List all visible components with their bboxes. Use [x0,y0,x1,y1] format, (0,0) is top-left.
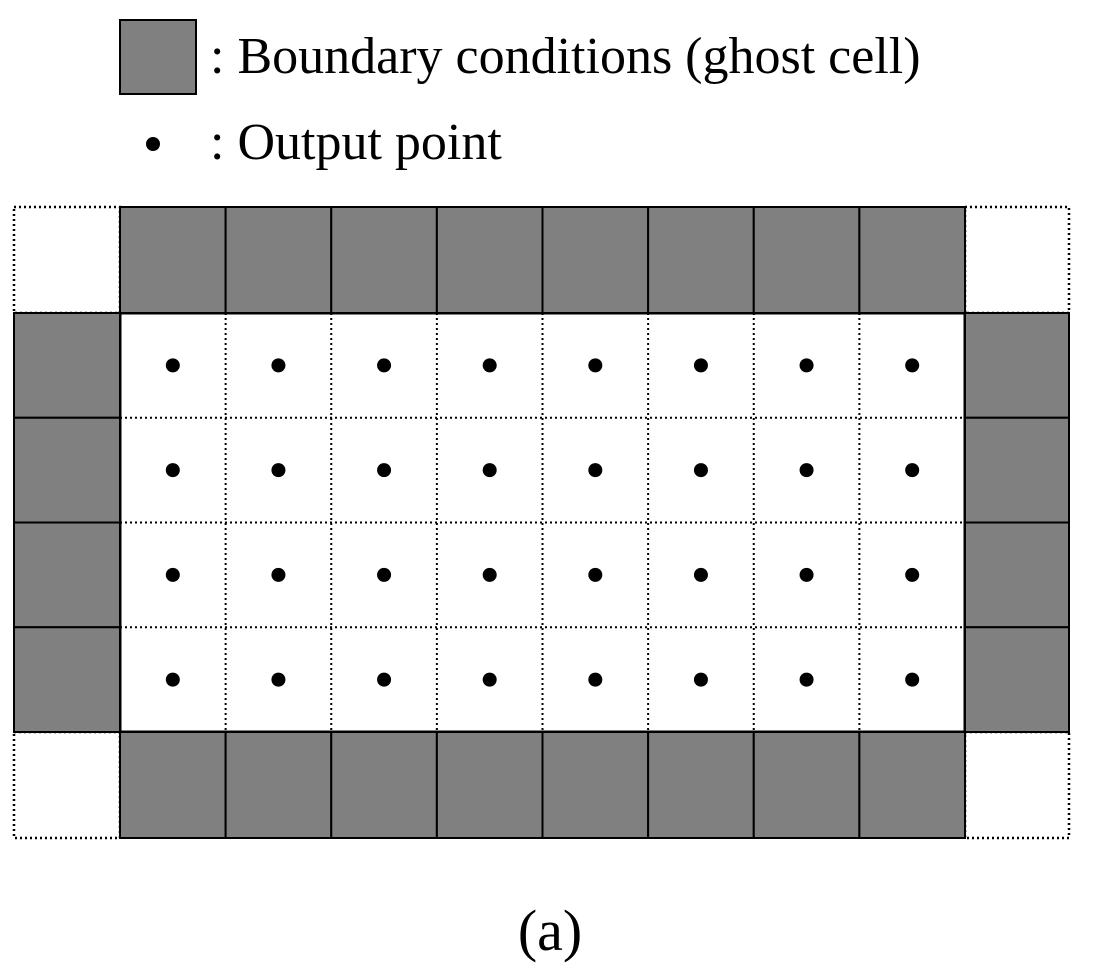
output-point [905,463,920,478]
ghost-cell-top [435,206,544,314]
ghost-cell-top [858,206,966,314]
corner-cell [12,205,122,315]
ghost-cell-bottom [858,731,966,839]
output-point [165,672,180,687]
ghost-cell-top [647,206,755,314]
output-point [165,567,180,582]
ghost-cell-top [541,206,650,314]
corner-cells [12,205,1071,840]
ghost-cell-left [13,416,121,524]
ghost-cell-right [964,521,1070,629]
corner-cell [963,205,1071,315]
output-point [482,672,497,687]
output-point [271,672,286,687]
legend-ghost-cell-swatch [119,19,197,95]
output-point [482,358,497,373]
output-point [693,358,708,373]
output-point [588,358,603,373]
output-point [799,672,814,687]
output-point [377,358,392,373]
ghost-cell-bottom [119,731,227,839]
output-point [905,358,920,373]
ghost-cell-bottom [330,731,438,839]
output-point [588,567,603,582]
output-point [905,567,920,582]
ghost-cell-top [224,206,333,314]
output-point [377,463,392,478]
ghost-cell-left [13,626,121,733]
ghost-cell-bottom [435,731,544,839]
ghost-cell-bottom [647,731,755,839]
ghost-cell-left [13,521,121,629]
output-point [377,567,392,582]
output-point [799,358,814,373]
ghost-cell-bottom [541,731,650,839]
legend-output-point-label: : Output point [210,114,502,171]
figure-caption: (a) [518,898,582,963]
ghost-cell-top [330,206,438,314]
ghost-cell-left [13,312,121,419]
ghost-cell-bottom [752,731,861,839]
ghost-cell-top [119,206,227,314]
output-point [693,567,708,582]
legend-ghost-cell-label: : Boundary conditions (ghost cell) [210,28,921,85]
output-point [799,567,814,582]
ghost-cell-right [964,626,1070,733]
output-point [905,672,920,687]
output-point [588,463,603,478]
output-point [588,672,603,687]
interior-grid [120,313,965,732]
output-point [693,463,708,478]
output-point [799,463,814,478]
output-point [482,567,497,582]
output-point [165,358,180,373]
ghost-cell-right [964,312,1070,419]
output-point [271,567,286,582]
ghost-cell-bottom [224,731,333,839]
corner-cell [963,730,1071,840]
legend: : Boundary conditions (ghost cell) : Out… [119,19,921,171]
output-points [165,358,920,687]
corner-cell [12,730,122,840]
ghost-cell-top [752,206,861,314]
grid [12,205,1071,840]
ghost-cells [13,206,1070,839]
legend-output-point-icon [146,137,160,151]
output-point [271,463,286,478]
output-point [165,463,180,478]
ghost-cell-right [964,416,1070,524]
output-point [482,463,497,478]
output-point [271,358,286,373]
output-point [693,672,708,687]
output-point [377,672,392,687]
